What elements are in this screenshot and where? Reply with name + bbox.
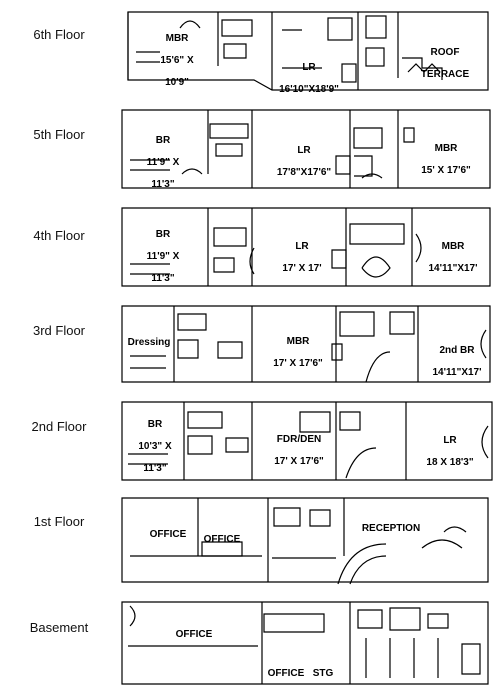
room-2nd-fdr-den: FDR/DEN 17' X 17'6" <box>274 434 324 467</box>
room-5th-br: BR 11'9" X 11'3" <box>146 135 180 190</box>
room-6th-lr: LR 16'10"X18'9" <box>279 62 339 95</box>
room-3rd-dressing: Dressing <box>127 337 171 348</box>
floor-label-2nd: 2nd Floor <box>31 419 87 434</box>
room-basement-office-2: OFFICE <box>267 668 305 679</box>
floor-plan-6th: MBR 15'6" X 10'9" LR 16'10"X18'9" ROOF T… <box>122 8 494 95</box>
room-4th-br: BR 11'9" X 11'3" <box>146 229 180 284</box>
room-4th-lr: LR 17' X 17' <box>282 241 322 274</box>
room-basement-office: OFFICE <box>175 629 213 640</box>
room-1st-reception: RECEPTION <box>361 523 421 534</box>
room-1st-office: OFFICE <box>149 529 187 540</box>
floor-plan-1st-drawing <box>121 497 489 585</box>
floor-label-1st: 1st Floor <box>33 514 85 529</box>
floor-plan-3rd-drawing <box>121 305 491 383</box>
floor-label-5th: 5th Floor <box>33 127 85 142</box>
room-4th-mbr: MBR 14'11"X17' <box>428 241 478 274</box>
room-3rd-mbr: MBR 17' X 17'6" <box>273 336 323 369</box>
floor-plan-basement: OFFICE OFFICE STG <box>121 598 494 688</box>
room-5th-mbr: MBR 15' X 17'6" <box>421 143 471 176</box>
room-6th-roof-terrace: ROOF TERRACE <box>420 47 470 80</box>
floor-plan-3rd: Dressing MBR 17' X 17'6" 2nd BR 14'11"X1… <box>121 300 494 386</box>
floor-label-6th: 6th Floor <box>33 27 85 42</box>
room-2nd-lr: LR 18 X 18'3" <box>426 435 474 468</box>
floor-plan-basement-drawing <box>121 601 489 685</box>
floor-plan-2nd-drawing <box>121 401 493 481</box>
floor-label-3rd: 3rd Floor <box>32 323 86 338</box>
floor-plan-1st: OFFICE OFFICE RECEPTION <box>121 492 494 588</box>
floor-plan-5th: BR 11'9" X 11'3" LR 17'8"X17'6" MBR 15' … <box>121 104 494 190</box>
floor-label-basement: Basement <box>29 620 89 635</box>
floor-plan-4th: BR 11'9" X 11'3" LR 17' X 17' MBR 14'11"… <box>121 204 494 290</box>
room-3rd-2nd-br: 2nd BR 14'11"X17' <box>432 345 482 378</box>
floor-plan-4th-drawing <box>121 207 491 287</box>
room-basement-stg: STG <box>312 668 334 679</box>
floor-label-4th: 4th Floor <box>33 228 85 243</box>
room-5th-lr: LR 17'8"X17'6" <box>276 145 332 178</box>
room-2nd-br: BR 10'3" X 11'3" <box>138 419 172 474</box>
room-1st-office-2: OFFICE <box>203 534 241 545</box>
room-6th-mbr: MBR 15'6" X 10'9" <box>160 33 194 88</box>
floor-plan-6th-drawing <box>127 11 489 91</box>
floor-plan-5th-drawing <box>121 109 491 189</box>
floor-plan-2nd: BR 10'3" X 11'3" FDR/DEN 17' X 17'6" LR … <box>121 398 494 484</box>
